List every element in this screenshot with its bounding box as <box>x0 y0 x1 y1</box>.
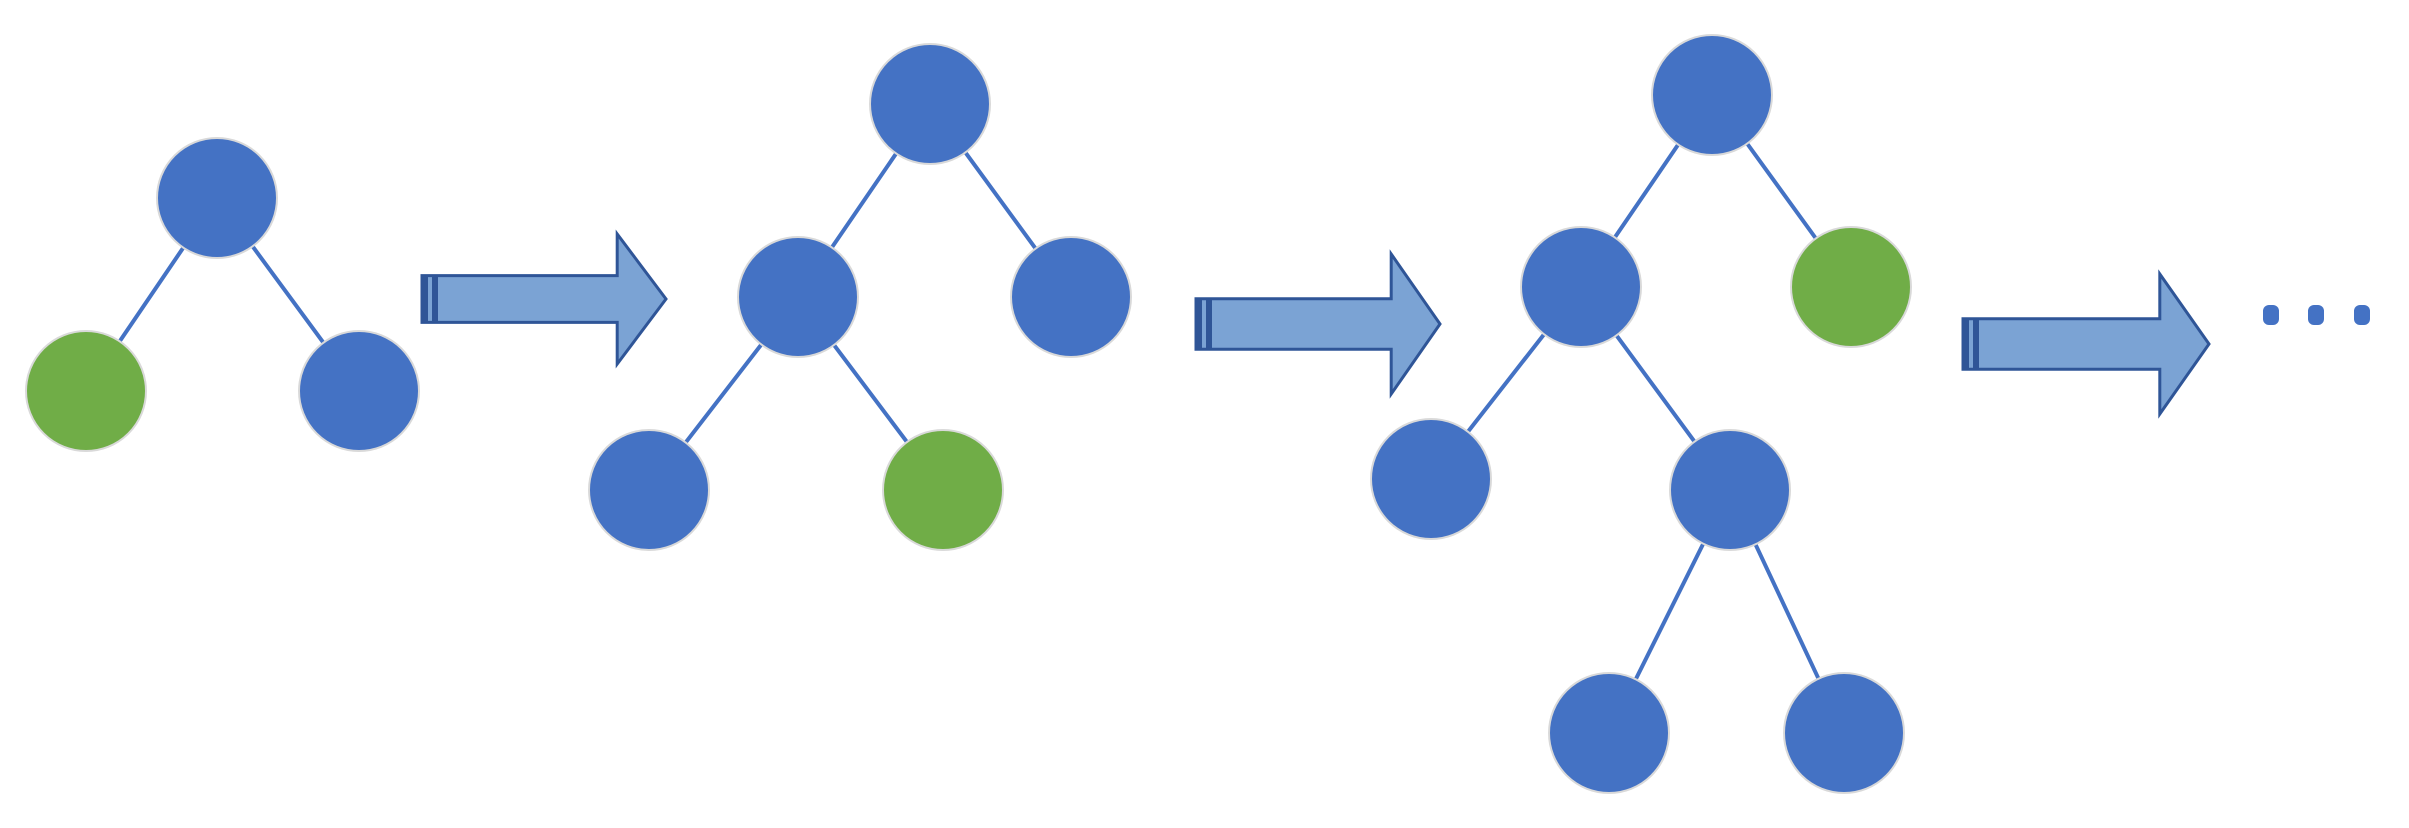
tree-node-highlighted <box>882 429 1004 551</box>
arrows-layer <box>420 229 2211 419</box>
tree-edge <box>829 339 912 448</box>
tree-edge <box>1463 329 1549 437</box>
tree-node <box>1548 672 1670 794</box>
tree-node-highlighted <box>1790 226 1912 348</box>
tree-node <box>1370 418 1492 540</box>
edges-layer <box>115 138 1823 685</box>
tree-edge <box>827 148 901 253</box>
tree-node <box>1783 672 1905 794</box>
tree-node <box>1669 429 1791 551</box>
tree-node <box>588 429 710 551</box>
tree-node <box>1651 34 1773 156</box>
tree-edge <box>1742 138 1821 244</box>
tree-edge <box>961 147 1040 254</box>
ellipsis-dot <box>2354 305 2370 325</box>
tree-node <box>156 137 278 259</box>
tree-node <box>1520 226 1642 348</box>
tree-edge <box>1610 139 1683 243</box>
right-arrow-icon <box>1961 269 2211 419</box>
tree-node <box>1010 236 1132 358</box>
right-arrow-icon <box>420 229 668 369</box>
tree-edge <box>1631 538 1708 685</box>
tree-edge <box>115 242 188 347</box>
nodes-layer <box>25 34 1912 794</box>
tree-node-highlighted <box>25 330 147 452</box>
tree-node <box>869 43 991 165</box>
tree-edge <box>248 241 328 348</box>
tree-edge <box>681 339 766 448</box>
tree-edge <box>1612 330 1699 447</box>
tree-node <box>298 330 420 452</box>
ellipsis-dot <box>2263 305 2279 325</box>
ellipsis <box>2263 305 2370 325</box>
tree-node <box>737 236 859 358</box>
right-arrow-icon <box>1194 249 1442 399</box>
tree-edge <box>1751 538 1823 685</box>
ellipsis-dot <box>2308 305 2324 325</box>
